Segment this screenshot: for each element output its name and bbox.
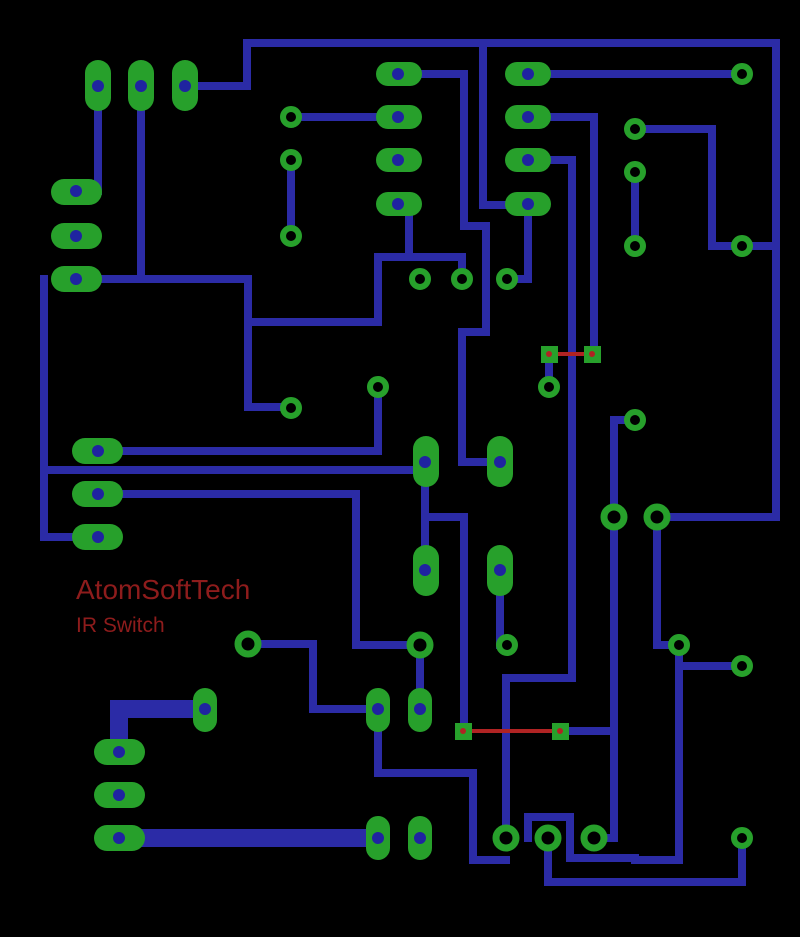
board-subtitle-label: IR Switch xyxy=(76,614,165,637)
trace xyxy=(94,383,382,455)
round-pad xyxy=(731,827,753,849)
trace xyxy=(631,641,683,864)
round-pad xyxy=(367,376,389,398)
drill-hole xyxy=(199,703,211,715)
jumper-drill xyxy=(557,728,563,734)
round-pad xyxy=(731,655,753,677)
round-pad xyxy=(624,409,646,431)
drill-hole xyxy=(392,111,404,123)
drill-hole xyxy=(414,832,426,844)
round-pad xyxy=(409,268,431,290)
round-pad xyxy=(538,376,560,398)
drill-hole xyxy=(113,832,125,844)
trace xyxy=(421,513,468,735)
drill-hole xyxy=(113,789,125,801)
drill-hole xyxy=(179,80,191,92)
drill-hole xyxy=(522,154,534,166)
drill-hole xyxy=(392,198,404,210)
trace xyxy=(396,70,504,466)
drill-hole xyxy=(92,80,104,92)
round-pad xyxy=(406,631,434,659)
round-pad xyxy=(492,824,520,852)
trace xyxy=(544,834,746,886)
drill-hole xyxy=(92,488,104,500)
round-pad xyxy=(624,161,646,183)
trace xyxy=(94,490,424,649)
trace xyxy=(374,705,510,864)
drill-hole xyxy=(522,198,534,210)
drill-hole xyxy=(70,185,82,197)
jumper-drill xyxy=(589,351,595,357)
drill-hole xyxy=(113,746,125,758)
round-pad xyxy=(731,235,753,257)
round-pad xyxy=(496,634,518,656)
drill-holes xyxy=(70,68,534,844)
round-pad xyxy=(280,397,302,419)
power-trace xyxy=(110,700,205,757)
drill-hole xyxy=(419,456,431,468)
drill-hole xyxy=(522,111,534,123)
power-traces xyxy=(110,700,384,847)
jumper-drill xyxy=(460,728,466,734)
round-pad xyxy=(624,118,646,140)
trace xyxy=(72,275,295,411)
round-pad xyxy=(280,225,302,247)
jumper-drills xyxy=(460,351,595,734)
drill-hole xyxy=(494,564,506,576)
drill-hole xyxy=(135,80,147,92)
drill-hole xyxy=(392,154,404,166)
trace xyxy=(181,39,780,521)
round-pad xyxy=(451,268,473,290)
trace xyxy=(524,813,639,862)
drill-hole xyxy=(494,456,506,468)
round-pad xyxy=(731,63,753,85)
drill-hole xyxy=(392,68,404,80)
drill-hole xyxy=(419,564,431,576)
round-pad xyxy=(496,268,518,290)
drill-hole xyxy=(70,273,82,285)
round-pad xyxy=(600,503,628,531)
drill-hole xyxy=(70,230,82,242)
trace xyxy=(244,640,382,713)
round-pad xyxy=(643,503,671,531)
drill-hole xyxy=(522,68,534,80)
drill-hole xyxy=(92,445,104,457)
drill-hole xyxy=(372,703,384,715)
round-pad xyxy=(580,824,608,852)
board-title-label: AtomSoftTech xyxy=(76,574,251,605)
drill-hole xyxy=(372,832,384,844)
round-pad xyxy=(534,824,562,852)
drill-hole xyxy=(92,531,104,543)
drill-hole xyxy=(414,703,426,715)
round-pad xyxy=(234,630,262,658)
round-pads xyxy=(234,63,753,852)
trace xyxy=(244,253,466,326)
round-pad xyxy=(668,634,690,656)
trace xyxy=(502,426,576,842)
round-pad xyxy=(624,235,646,257)
round-pad xyxy=(280,106,302,128)
round-pad xyxy=(280,149,302,171)
jumper-drill xyxy=(546,351,552,357)
